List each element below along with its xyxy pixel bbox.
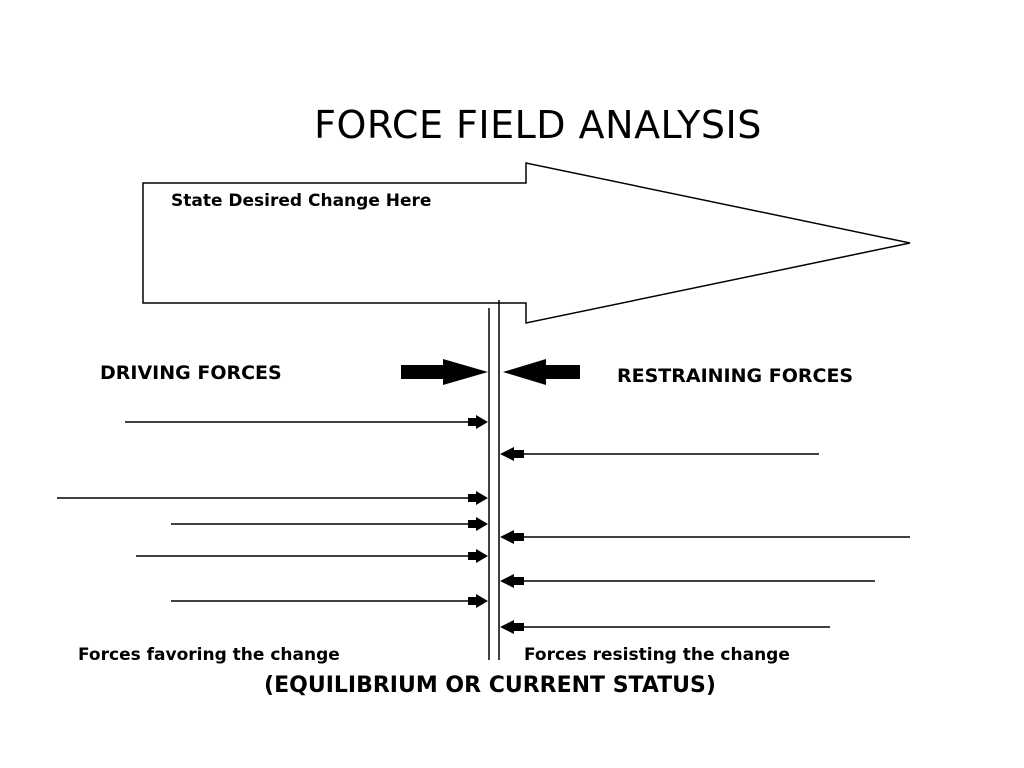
equilibrium-label: (EQUILIBRIUM OR CURRENT STATUS) [264, 673, 716, 698]
page-title: FORCE FIELD ANALYSIS [314, 103, 762, 147]
driving-force-arrow [125, 415, 488, 429]
restraining-bold-arrow-icon [503, 359, 580, 385]
driving-force-arrow [136, 549, 488, 563]
driving-force-arrow [57, 491, 488, 505]
driving-force-arrow [171, 594, 488, 608]
restraining-force-arrow [500, 530, 910, 544]
desired-change-prompt: State Desired Change Here [171, 191, 431, 211]
restraining-forces-heading: RESTRAINING FORCES [617, 365, 853, 387]
restraining-forces-caption: Forces resisting the change [524, 645, 790, 665]
driving-force-arrow [171, 517, 488, 531]
driving-bold-arrow-icon [401, 359, 488, 385]
desired-change-arrow [142, 162, 911, 324]
driving-forces-caption: Forces favoring the change [78, 645, 340, 665]
driving-forces-heading: DRIVING FORCES [100, 362, 282, 384]
restraining-force-arrow [500, 574, 875, 588]
restraining-force-arrow [500, 620, 830, 634]
restraining-force-arrow [500, 447, 819, 461]
